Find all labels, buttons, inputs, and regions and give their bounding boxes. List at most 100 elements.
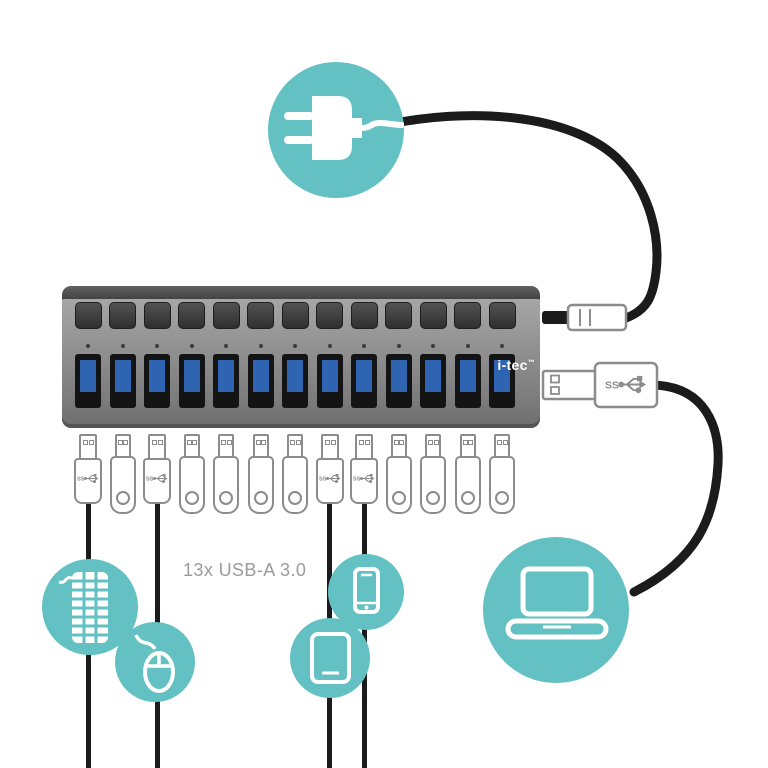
- usb-ss-logo: [319, 471, 341, 486]
- tablet-bubble: [290, 618, 370, 698]
- flash-hole: [184, 491, 199, 505]
- led-indicator: [293, 344, 298, 348]
- connector-pin: [502, 440, 508, 445]
- power-plug-icon: [284, 96, 404, 160]
- connector-pin: [158, 440, 164, 445]
- flash-drive-body: [178, 456, 205, 514]
- usb-plug-connector: [355, 434, 374, 460]
- power-button: [350, 302, 378, 329]
- usb-plug-connector: [320, 434, 339, 460]
- usb-port: [351, 354, 378, 408]
- led-indicator: [86, 344, 90, 348]
- flash-hole: [115, 491, 130, 505]
- keyboard-icon: [58, 572, 108, 643]
- smartphone-icon: [353, 567, 380, 614]
- flash-hole: [426, 491, 441, 505]
- led-indicator: [396, 344, 401, 348]
- brand-logo: i-tec™: [497, 357, 535, 373]
- connector-pin: [123, 440, 129, 445]
- usb-ss-logo: [77, 471, 99, 486]
- usb-port-tongue: [425, 360, 442, 392]
- usb-port-tongue: [390, 360, 407, 392]
- ports-caption: 13x USB-A 3.0: [183, 560, 307, 580]
- power-button: [143, 302, 171, 329]
- led-indicator: [465, 344, 470, 348]
- usb-plug-connector: [148, 434, 167, 460]
- power-plug-bubble: [268, 62, 404, 198]
- flash-connector: [252, 434, 269, 458]
- flash-hole: [253, 491, 268, 505]
- power-button: [109, 302, 137, 329]
- flash-drive-body: [454, 456, 481, 514]
- usb-port-tongue: [287, 360, 304, 392]
- power-button: [178, 302, 206, 329]
- brand-name: i-tec: [497, 357, 528, 373]
- usb-hub: i-tec™: [62, 286, 540, 428]
- power-cable: [375, 111, 662, 323]
- connector-pin: [433, 440, 439, 445]
- trademark-symbol: ™: [527, 359, 535, 367]
- led-indicator: [120, 344, 125, 348]
- usb-plug-connector: [79, 434, 97, 460]
- usb-port-tongue: [459, 360, 476, 392]
- power-button: [454, 302, 482, 329]
- usb-port-tongue: [321, 360, 338, 392]
- usb-port-tongue: [183, 360, 200, 392]
- connector-pin: [152, 440, 158, 445]
- flash-drive-body: [420, 456, 447, 514]
- connector-pin: [295, 440, 301, 445]
- flash-hole: [391, 491, 406, 505]
- power-button: [385, 302, 413, 329]
- connector-pin: [324, 440, 330, 445]
- flash-connector: [494, 434, 511, 458]
- flash-connector: [287, 434, 304, 458]
- led-indicator: [500, 344, 505, 348]
- connector-pin: [330, 440, 336, 445]
- flash-connector: [114, 434, 131, 458]
- smartphone-bubble: [328, 554, 404, 630]
- led-indicator: [431, 344, 436, 348]
- flash-drive-body: [489, 456, 516, 514]
- flash-drive-body: [213, 456, 240, 514]
- led-indicator: [327, 344, 332, 348]
- usb-port: [385, 354, 412, 408]
- usb-port-tongue: [149, 360, 166, 392]
- led-indicator: [362, 344, 367, 348]
- usb-port: [282, 354, 309, 408]
- usb-port-tongue: [218, 360, 235, 392]
- flash-drive-body: [109, 456, 136, 514]
- power-button: [74, 302, 102, 329]
- host-usb-cable: [629, 380, 723, 597]
- connector-pin: [359, 440, 365, 445]
- usb-port: [247, 354, 274, 408]
- led-indicator: [189, 344, 194, 348]
- connector-pin: [226, 440, 232, 445]
- usb-port: [144, 354, 171, 408]
- flash-connector: [459, 434, 476, 458]
- flash-connector: [183, 434, 200, 458]
- usb-port-tongue: [494, 360, 511, 392]
- mouse-bubble: [115, 622, 195, 702]
- usb-plug-body: [350, 458, 379, 504]
- connector-pin: [186, 440, 192, 445]
- connector-pin: [462, 440, 468, 445]
- power-button: [247, 302, 275, 329]
- device-cable: [361, 502, 367, 768]
- connector-pin: [89, 440, 94, 445]
- usb-port: [109, 354, 136, 408]
- connector-pin: [192, 440, 198, 445]
- connector-pin: [365, 440, 371, 445]
- flash-drive-body: [282, 456, 309, 514]
- keyboard-bubble: [42, 559, 138, 655]
- usb-port: [454, 354, 481, 408]
- flash-hole: [219, 491, 234, 505]
- usb-port-tongue: [114, 360, 131, 392]
- power-button: [419, 302, 447, 329]
- connector-pin: [221, 440, 227, 445]
- hub-top-edge: [62, 286, 540, 301]
- tablet-icon: [310, 632, 351, 684]
- usb-plug-body: [143, 458, 172, 504]
- connector-pin: [261, 440, 267, 445]
